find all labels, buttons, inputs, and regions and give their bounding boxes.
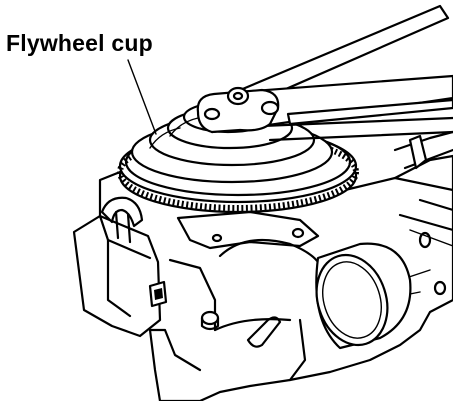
removal-tool (196, 4, 453, 142)
callout-leader-line (127, 59, 157, 135)
starter-motor (315, 242, 412, 350)
ignition-module (72, 196, 220, 338)
flywheel-cup-label: Flywheel cup (6, 30, 153, 56)
